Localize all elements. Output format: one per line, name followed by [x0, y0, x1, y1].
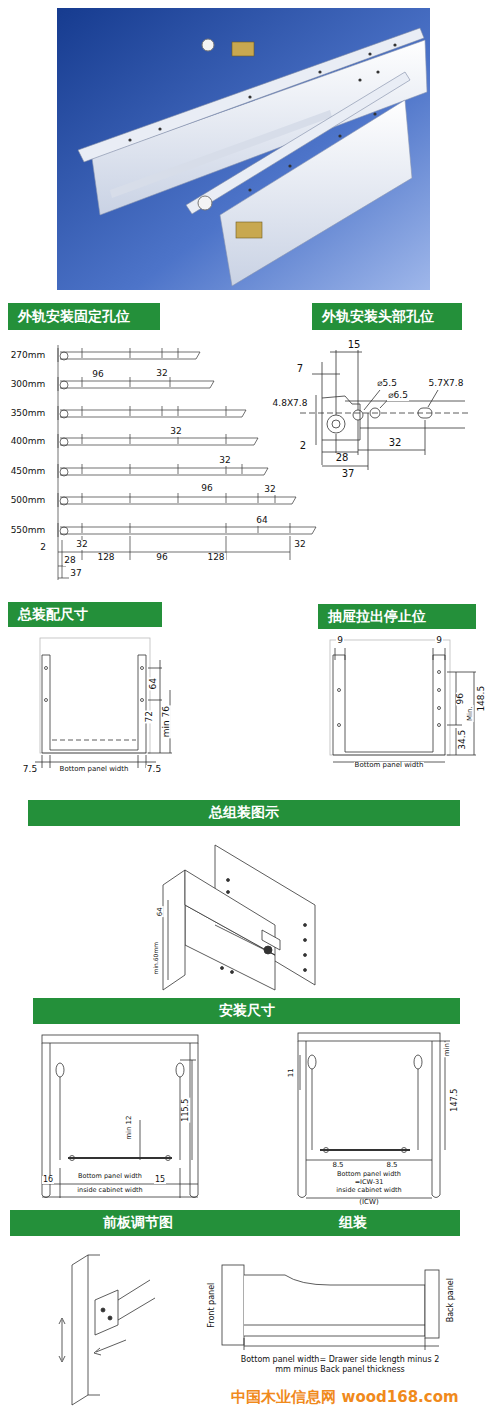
assembly-3d-drawing — [163, 845, 315, 990]
dimension-label: min 76 — [162, 705, 171, 738]
section-header-band: 外轨安装固定孔位 — [8, 303, 160, 330]
dimension-label: 32 — [169, 427, 182, 436]
install-size-right — [298, 1033, 450, 1198]
dimension-label: 550mm — [10, 526, 47, 535]
dimension-label: 96 — [155, 553, 168, 562]
dimension-label: 8.5 — [385, 1162, 398, 1169]
dimension-label: 115.5 — [182, 1098, 190, 1123]
dimension-label: 270mm — [10, 351, 47, 360]
assembly-size-drawing — [35, 638, 172, 768]
dimension-label: 34.5 — [458, 729, 467, 751]
dimension-label: 64 — [149, 677, 158, 690]
dimension-label: min 12 — [125, 1115, 132, 1141]
section-header-band: 总组装图示 — [28, 800, 460, 826]
dimension-label: 72 — [145, 710, 154, 723]
dimension-label: ⌀6.5 — [387, 391, 409, 400]
dimension-label: 9 — [435, 636, 443, 645]
dimension-label: 32 — [293, 540, 306, 549]
dimension-label: 32 — [388, 438, 403, 449]
install-size-left — [42, 1035, 198, 1198]
dimension-label: 300mm — [10, 380, 47, 389]
dimension-label: min.60mm — [153, 941, 159, 976]
dimension-label: 32 — [218, 456, 231, 465]
dimension-label: 96 — [456, 692, 465, 705]
section-heading: 外轨安装固定孔位 — [18, 308, 130, 326]
dimension-label: 96 — [200, 484, 213, 493]
dimension-label: 32 — [155, 369, 168, 378]
dimension-label: 64 — [255, 516, 268, 525]
dimension-label: 96 — [91, 370, 104, 379]
dimension-label: (ICW) — [358, 1199, 379, 1206]
dimension-label: 2 — [299, 441, 307, 452]
dimension-label: Min. — [466, 706, 473, 723]
front-panel-adjust-drawing — [59, 1255, 155, 1405]
dimension-label: 37 — [69, 569, 82, 578]
dimension-label: ⌀5.5 — [376, 379, 398, 388]
dimension-label: 8.5 — [331, 1162, 344, 1169]
dimension-label: 32 — [263, 485, 276, 494]
dimension-label: 148.5 — [477, 685, 486, 713]
rail-head-drawing — [300, 350, 470, 470]
dimension-label: Bottom panel width — [354, 762, 425, 769]
dimension-label: 5.7X7.8 — [428, 379, 465, 388]
dimension-label: 400mm — [10, 437, 47, 446]
dimension-label: 450mm — [10, 467, 47, 476]
dimension-label: 64 — [156, 907, 163, 918]
watermark: 中国木业信息网 wood168.com — [230, 1390, 459, 1406]
dimension-label: =ICW-31 — [354, 1179, 385, 1186]
section-heading: 总装配尺寸 — [18, 606, 88, 624]
dimension-label: 500mm — [10, 496, 47, 505]
dimension-label: inside cabinet width — [335, 1187, 402, 1194]
section-heading: 组装 — [339, 1214, 367, 1232]
section-heading: 总组装图示 — [209, 804, 279, 822]
section-heading: 抽屉拉出停止位 — [328, 608, 426, 626]
dimension-label: 7.5 — [22, 765, 38, 774]
dimension-label: 147.5 — [451, 1088, 459, 1113]
dimension-label: 11 — [287, 1068, 294, 1079]
dimension-label: 32 — [75, 540, 88, 549]
section-header-band: 外轨安装头部孔位 — [312, 303, 462, 330]
section-header-band: 总装配尺寸 — [8, 602, 162, 627]
dimension-label: 16 — [42, 1176, 54, 1184]
dimension-label: inside cabinet width — [76, 1187, 143, 1194]
dimension-label: 128 — [206, 553, 225, 562]
dimension-label: Front panel — [208, 1282, 216, 1329]
section-heading: 外轨安装头部孔位 — [322, 308, 434, 326]
dimension-label: 28 — [63, 556, 76, 565]
dimension-label: 4.8X7.8 — [272, 399, 309, 408]
dimension-label: 37 — [341, 469, 356, 480]
dimension-label: 2 — [39, 543, 47, 552]
section-heading: 前板调节图 — [103, 1214, 173, 1232]
dimension-label: Bottom panel width — [59, 766, 130, 773]
section-heading: 安装尺寸 — [219, 1002, 275, 1020]
dimension-label: Bottom panel width — [336, 1171, 402, 1178]
dimension-label: 128 — [96, 553, 115, 562]
dimension-label: min — [444, 1042, 451, 1057]
dimension-label: 350mm — [10, 409, 47, 418]
section-header-band: 安装尺寸 — [33, 998, 460, 1024]
product-photo — [57, 8, 430, 290]
pull-stop-drawing — [330, 640, 476, 762]
dimension-label: 15 — [347, 340, 362, 351]
section-header-band: 前板调节图 组装 — [10, 1210, 460, 1236]
dimension-label: 28 — [335, 453, 350, 464]
dimension-label: 15 — [154, 1176, 166, 1184]
assembly-note: Bottom panel width= Drawer side length m… — [239, 1355, 441, 1374]
rail-hole-drawing — [58, 345, 316, 580]
assembly-side-drawing — [222, 1265, 439, 1350]
dimension-label: 7 — [296, 364, 304, 375]
dimension-label: 7.5 — [146, 765, 162, 774]
dimension-label: Bottom panel width — [77, 1173, 143, 1180]
dimension-label: 9 — [336, 636, 344, 645]
section-header-band: 抽屉拉出停止位 — [318, 604, 476, 629]
dimension-label: Back panel — [447, 1277, 455, 1323]
